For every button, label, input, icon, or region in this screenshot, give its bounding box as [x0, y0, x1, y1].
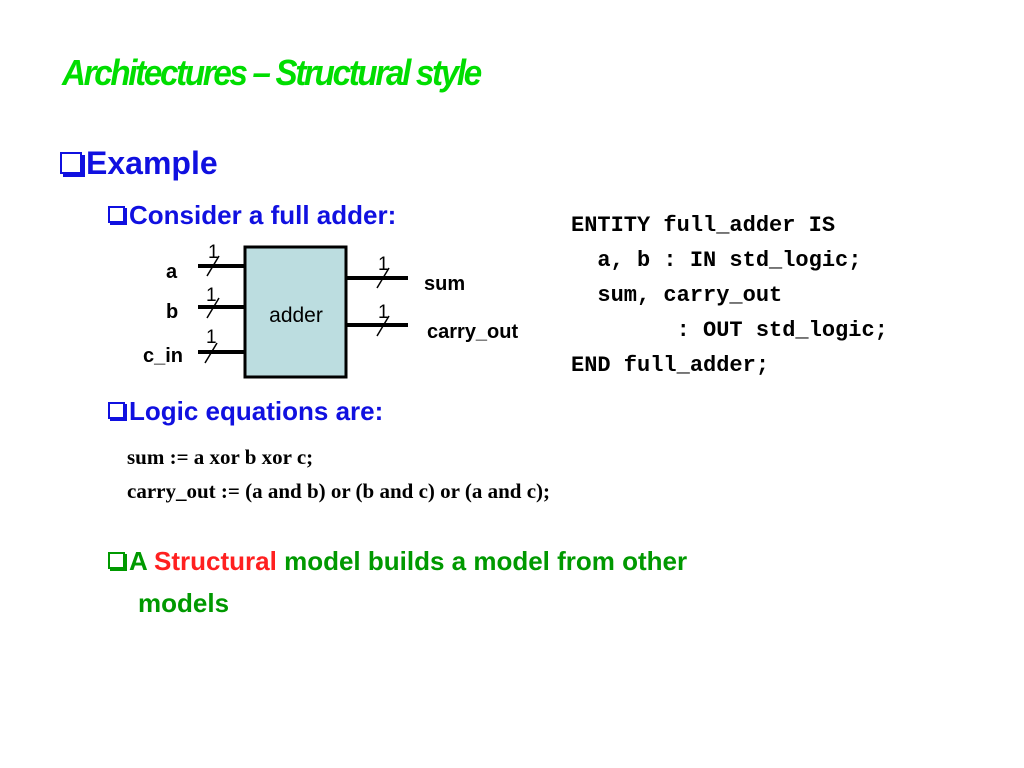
signal-label-carry-out: carry_out [427, 321, 518, 343]
bus-slash-a [206, 255, 220, 277]
signal-label-b: b [166, 301, 178, 323]
bullet-structural-model: A Structural model builds a model from o… [108, 546, 687, 577]
signal-label-a: a [166, 261, 178, 283]
bullet-structural-prefix: A [129, 546, 155, 576]
equation-carry-out: carry_out := (a and b) or (b and c) or (… [127, 479, 551, 503]
bullet-full-adder: Consider a full adder: [108, 200, 396, 231]
bus-slash-c-in [204, 342, 218, 364]
checkbox-bullet-icon [108, 402, 125, 420]
bullet-example: Example [60, 145, 218, 182]
code-line: sum, carry_out [571, 283, 783, 308]
code-line: END full_adder; [571, 353, 770, 378]
bullet-structural-highlight: Structural [154, 546, 277, 576]
checkbox-bullet-icon [108, 206, 125, 224]
equation-sum: sum := a xor b xor c; [127, 445, 314, 469]
bus-width-carry-out: 1 [378, 302, 389, 323]
checkbox-bullet-icon [108, 552, 125, 570]
signal-label-c-in: c_in [143, 345, 183, 367]
code-line: : OUT std_logic; [571, 318, 888, 343]
vhdl-entity-code: ENTITY full_adder IS a, b : IN std_logic… [571, 208, 888, 383]
signal-label-sum: sum [424, 273, 465, 295]
bullet-structural-suffix: model builds a model from other [276, 546, 688, 576]
bus-width-c-in: 1 [206, 327, 217, 348]
bullet-structural-continuation: models [138, 588, 230, 618]
code-line: ENTITY full_adder IS [571, 213, 836, 238]
bus-slash-sum [376, 267, 390, 289]
bullet-full-adder-label: Consider a full adder: [129, 200, 397, 230]
bus-slash-b [206, 297, 220, 319]
bullet-example-label: Example [86, 145, 218, 181]
bus-width-sum: 1 [378, 254, 389, 275]
slide-title: Architectures – Structural style [62, 52, 482, 93]
code-line: a, b : IN std_logic; [571, 248, 862, 273]
bus-slash-carry-out [376, 315, 390, 337]
adder-block [243, 245, 348, 379]
checkbox-bullet-icon [60, 151, 82, 174]
bus-width-b: 1 [206, 285, 217, 306]
bullet-logic-equations-label: Logic equations are: [129, 396, 384, 426]
adder-block-label: adder [269, 304, 323, 327]
bullet-logic-equations: Logic equations are: [108, 396, 383, 427]
bus-width-a: 1 [208, 242, 219, 263]
